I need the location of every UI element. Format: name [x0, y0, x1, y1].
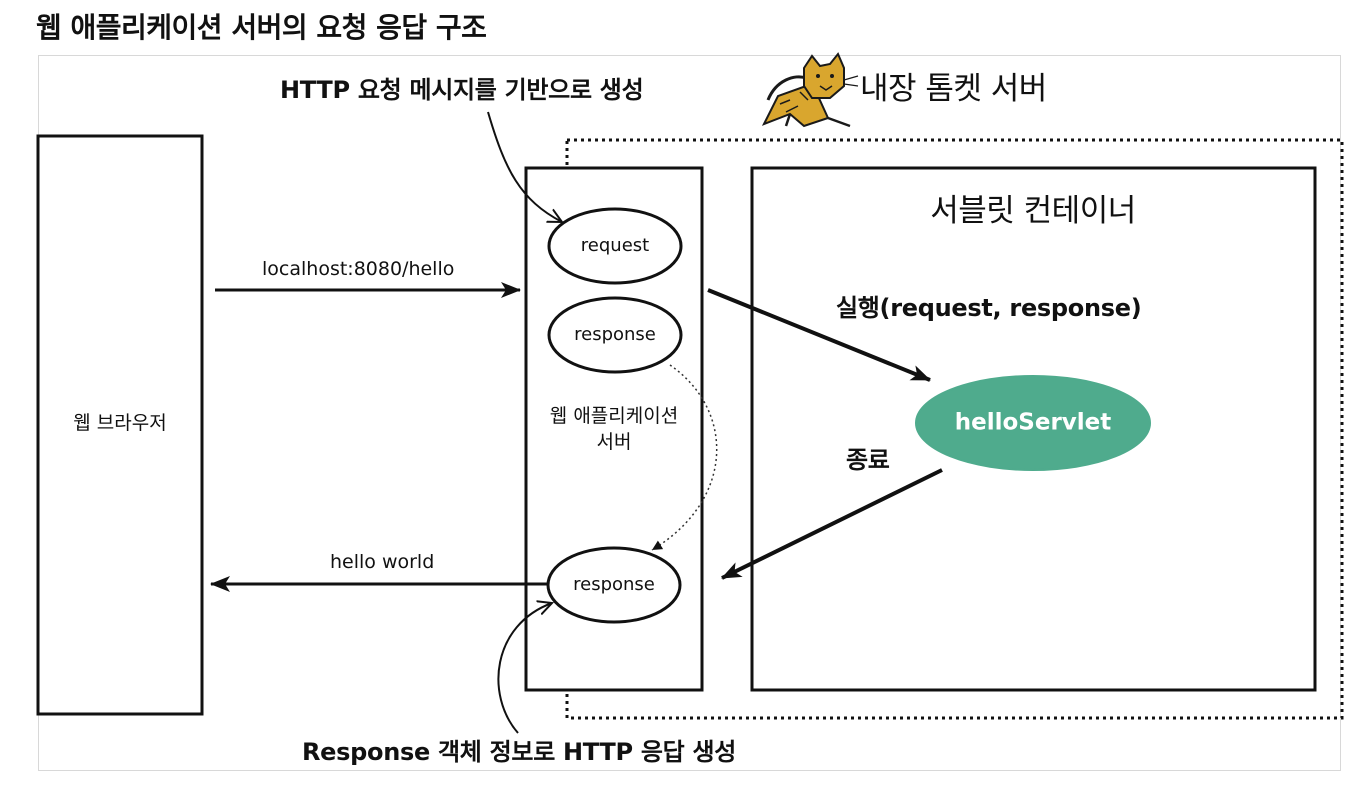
web-app-server-label-line2: 서버 — [596, 430, 632, 453]
browser-box — [36, 134, 204, 716]
web-app-server-label: 웹 애플리케이션 서버 — [550, 404, 678, 455]
request-ellipse — [547, 207, 683, 285]
request-url-label: localhost:8080/hello — [262, 258, 455, 280]
web-app-server-label-line1: 웹 애플리케이션 — [549, 405, 679, 427]
hello-servlet-ellipse — [915, 375, 1151, 471]
servlet-container-title: 서블릿 컨테이너 — [930, 193, 1136, 229]
browser-label: 웹 브라우저 — [73, 412, 167, 434]
response-note-pointer — [497, 603, 552, 734]
hello-servlet-label: helloServlet — [954, 409, 1112, 436]
execute-label: 실행(request, response) — [836, 294, 1142, 322]
http-request-note: HTTP 요청 메시지를 기반으로 생성 — [280, 76, 644, 104]
finish-label: 종료 — [846, 446, 890, 474]
page-title: 웹 애플리케이션 서버의 요청 응답 구조 — [36, 11, 487, 44]
tomcat-cat-icon — [761, 52, 859, 128]
execute-arrow — [707, 288, 931, 382]
response-note: Response 객체 정보로 HTTP 응답 생성 — [302, 738, 737, 766]
response-body-label: hello world — [330, 551, 435, 573]
request-note-pointer — [487, 111, 562, 222]
response-bottom-label: response — [573, 574, 655, 595]
tomcat-server-label: 내장 톰켓 서버 — [860, 71, 1047, 107]
finish-arrow — [721, 468, 943, 580]
response-top-label: response — [574, 324, 656, 345]
response-pass-arrow — [651, 364, 718, 551]
request-label: request — [580, 235, 650, 256]
response-top-ellipse — [547, 296, 683, 374]
